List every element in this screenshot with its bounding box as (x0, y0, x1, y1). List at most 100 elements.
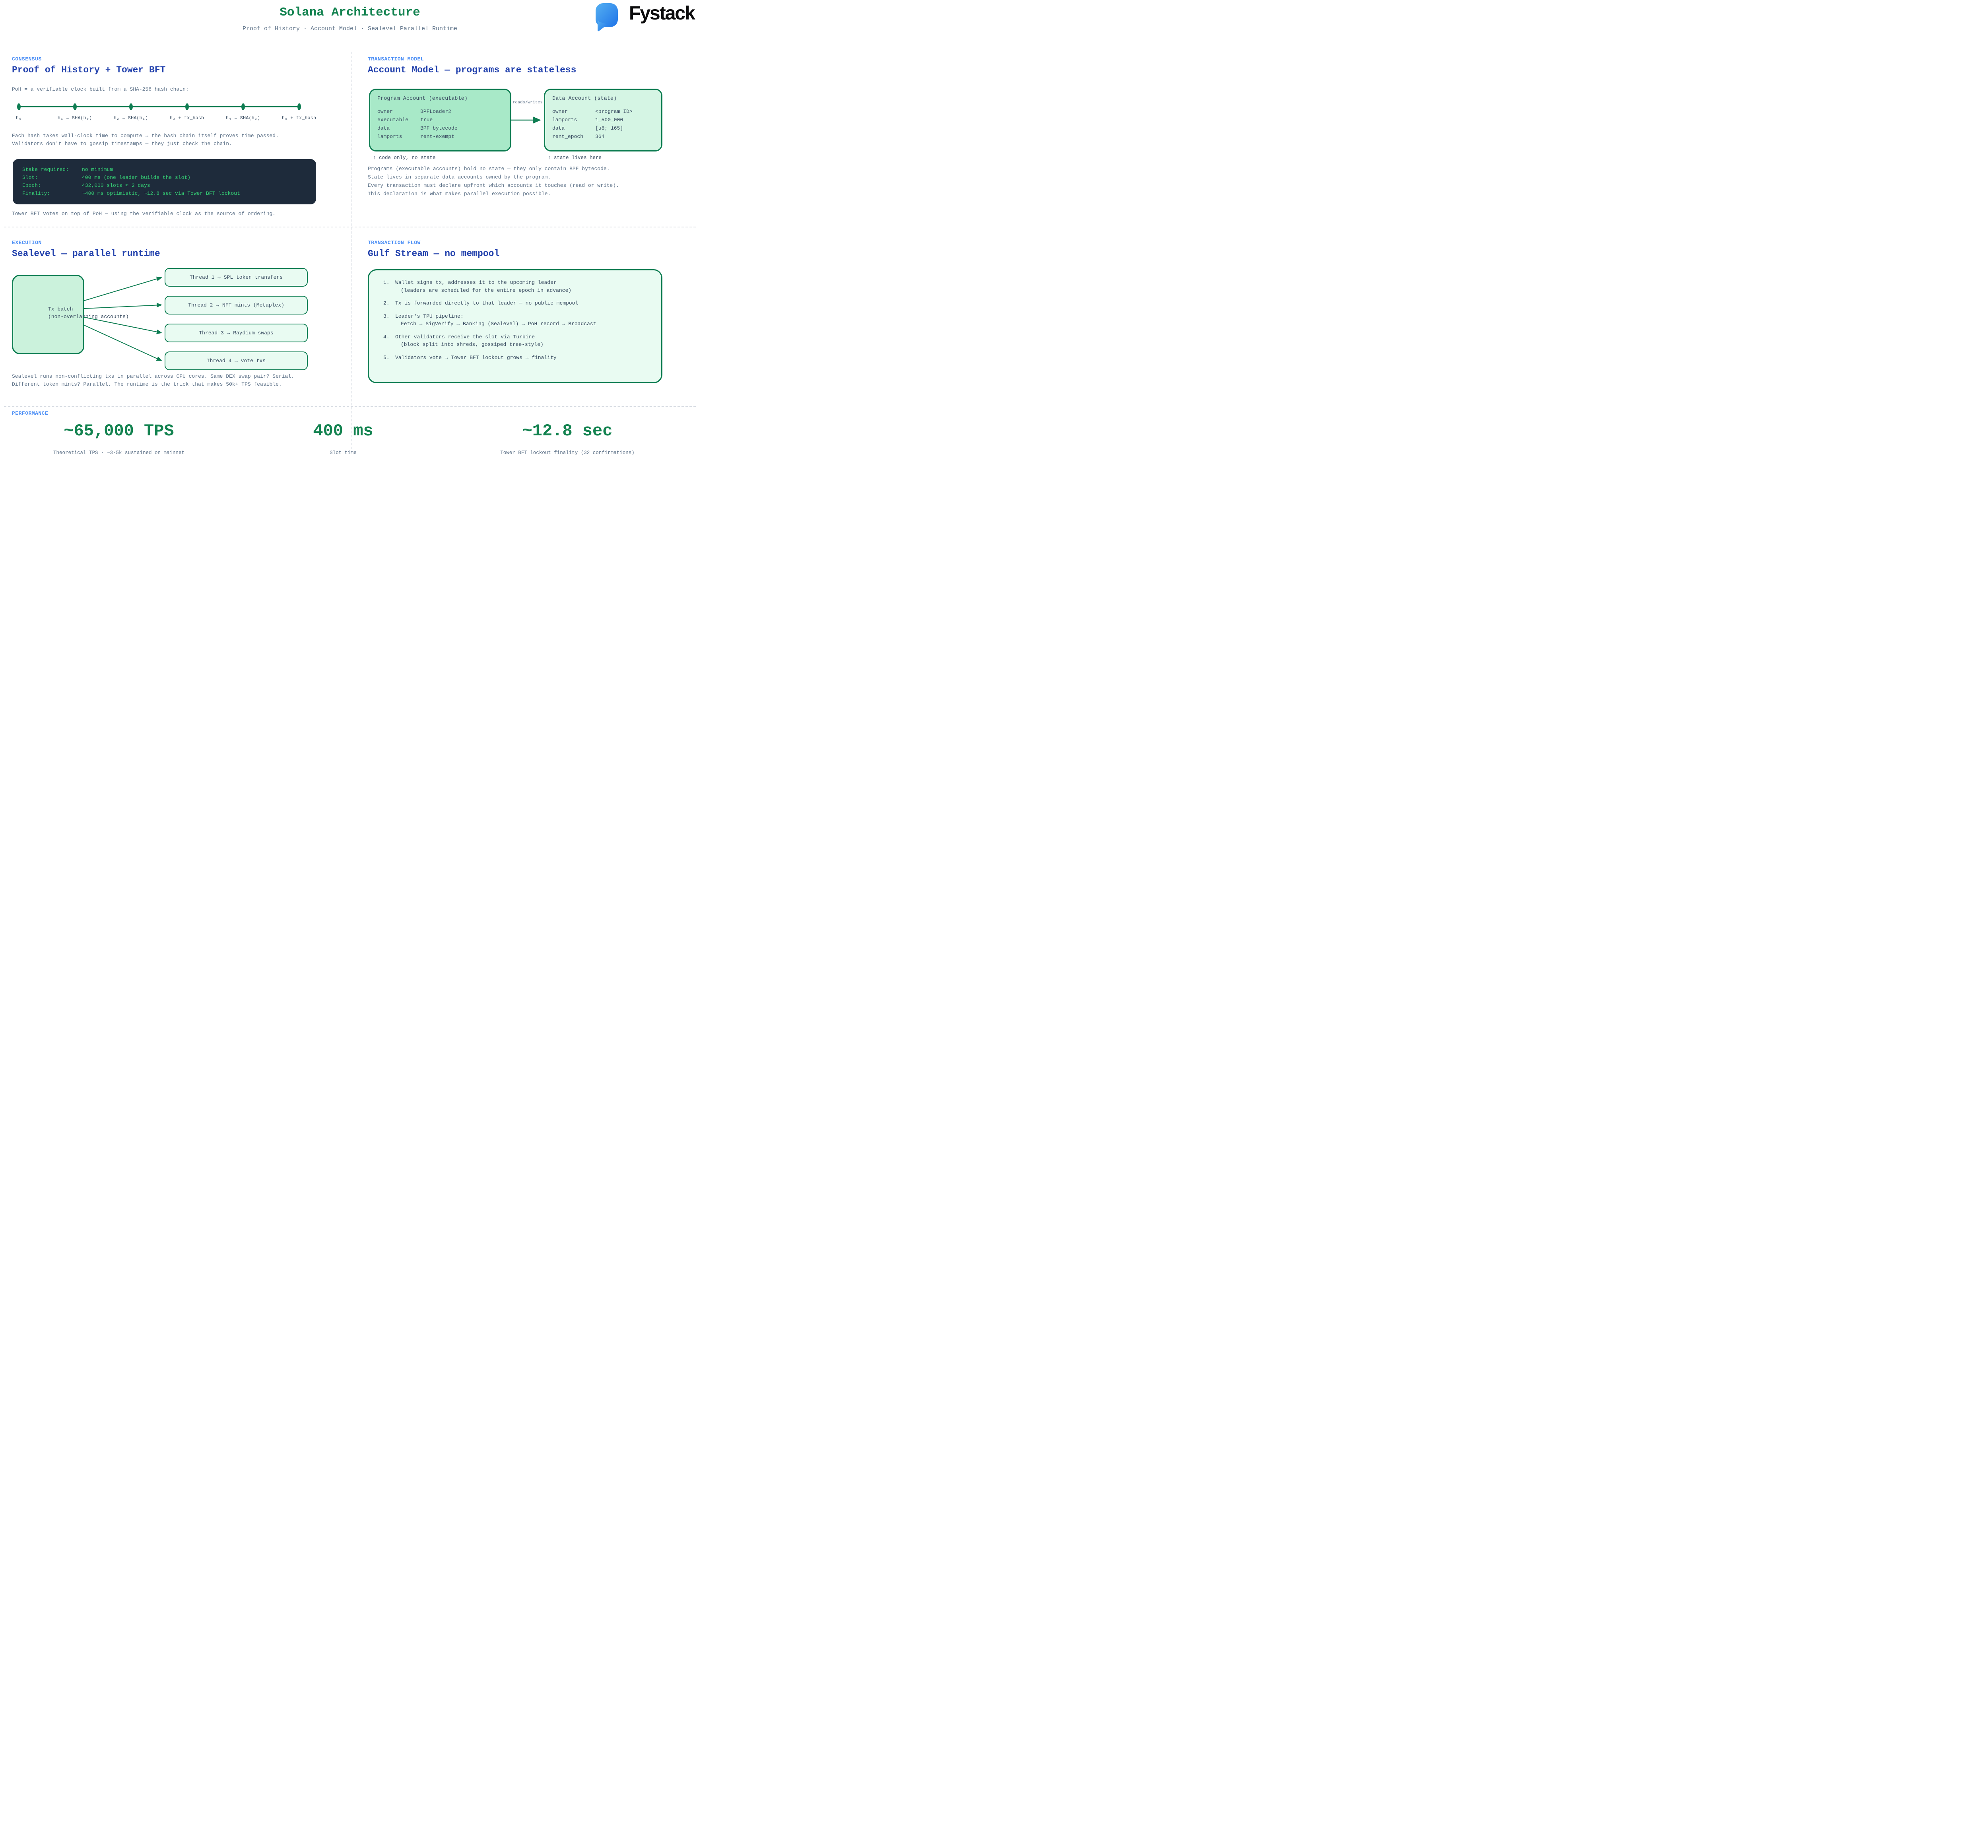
hash-chain-line (19, 106, 299, 107)
field-key: rent_epoch (552, 134, 584, 140)
performance-label: PERFORMANCE (12, 410, 49, 416)
field-key: lamports (552, 117, 577, 123)
execution-label: EXECUTION (12, 240, 42, 246)
data-account-caption: ↑ state lives here (548, 155, 602, 161)
step-text: Wallet signs tx, addresses it to the upc… (395, 280, 557, 285)
stat-slot-time-caption: Slot time (330, 450, 357, 456)
stat-tps: ~65,000 TPS (64, 421, 174, 441)
hash-node-label: h₁ = SHA(h₀) (57, 115, 92, 121)
hash-node-dot (129, 103, 133, 110)
transaction-model-paragraph: State lives in separate data accounts ow… (368, 174, 551, 180)
data-account-title: Data Account (state) (552, 96, 617, 102)
transaction-model-paragraph: This declaration is what makes parallel … (368, 191, 551, 197)
step-text: Fetch → SigVerify → Banking (Sealevel) →… (401, 321, 596, 327)
transaction-model-label: TRANSACTION MODEL (368, 56, 424, 62)
step-number: 1. (383, 280, 390, 285)
brand-name: Fystack (629, 3, 695, 24)
field-key: owner (552, 109, 568, 115)
brand-logo (595, 3, 619, 31)
stat-finality: ~12.8 sec (522, 421, 613, 441)
horizontal-divider-bottom (4, 406, 696, 407)
field-key: data (377, 125, 390, 131)
transaction-model-paragraph: Programs (executable accounts) hold no s… (368, 166, 610, 172)
reads-writes-label: reads/writes (513, 100, 543, 105)
hash-node-dot (185, 103, 189, 110)
field-value: 1_500_000 (595, 117, 623, 123)
account-field-row: data [u8; 165] (552, 124, 654, 132)
hash-node-label: h₀ (16, 115, 22, 121)
execution-caption: Different token mints? Parallel. The run… (12, 381, 282, 387)
step-text: (leaders are scheduled for the entire ep… (401, 287, 572, 293)
stats-row: Slot: 400 ms (one leader builds the slot) (22, 174, 307, 182)
account-field-row: data BPF bytecode (377, 124, 503, 132)
stat-value: 400 ms (one leader builds the slot) (82, 175, 191, 181)
consensus-footer: Tower BFT votes on top of PoH — using th… (12, 211, 276, 217)
field-value: [u8; 165] (595, 125, 623, 131)
hash-node-label: h₄ = SHA(h₃) (225, 115, 260, 121)
account-field-row: lamports 1_500_000 (552, 116, 654, 124)
transaction-flow-title: Gulf Stream — no mempool (368, 248, 500, 259)
execution-caption: Sealevel runs non-conflicting txs in par… (12, 373, 294, 379)
hash-node-dot (297, 103, 301, 110)
hash-node-label: h₂ = SHA(h₁) (113, 115, 148, 121)
execution-title: Sealevel — parallel runtime (12, 248, 160, 259)
fan-arrows (84, 276, 162, 361)
thread-box-1: Thread 1 → SPL token transfers (165, 268, 308, 287)
hash-node-dot (73, 103, 77, 110)
thread-box-3: Thread 3 → Raydium swaps (165, 324, 308, 342)
reads-writes-arrow (511, 116, 541, 124)
consensus-intro: PoH = a verifiable clock built from a SH… (12, 86, 189, 92)
stat-value: no minimum (82, 167, 113, 173)
step-text: Validators vote → Tower BFT lockout grow… (395, 354, 557, 361)
thread-box-2: Thread 2 → NFT mints (Metaplex) (165, 296, 308, 314)
step-text: (block split into shreds, gossiped tree-… (401, 342, 544, 347)
field-key: lamports (377, 134, 402, 140)
hash-node-dot (241, 103, 245, 110)
step-text: Other validators receive the slot via Tu… (395, 334, 535, 340)
field-value: rent-exempt (420, 134, 454, 140)
field-key: data (552, 125, 565, 131)
vertical-divider (351, 52, 352, 453)
stat-value: ~400 ms optimistic, ~12.8 sec via Tower … (82, 190, 240, 196)
flow-step-1: 1. Wallet signs tx, addresses it to the u… (383, 279, 647, 294)
program-account-caption: ↑ code only, no state (373, 155, 436, 161)
stat-key: Finality: (22, 190, 50, 196)
field-value: <program ID> (595, 109, 633, 115)
hash-node-dot (17, 103, 21, 110)
consensus-stats-panel: Stake required: no minimum Slot: 400 ms (o… (13, 159, 316, 204)
field-value: 364 (595, 134, 605, 140)
flow-step-2: 2. Tx is forwarded directly to that leade… (383, 299, 647, 307)
page-title: Solana Architecture (280, 6, 420, 19)
hash-node-label: h₅ + tx_hash (282, 115, 316, 121)
transaction-flow-label: TRANSACTION FLOW (368, 240, 421, 246)
field-value: BPF bytecode (420, 125, 458, 131)
stat-key: Epoch: (22, 182, 41, 188)
step-number: 4. (383, 334, 390, 340)
field-key: owner (377, 109, 393, 115)
gulf-stream-card: 1. Wallet signs tx, addresses it to the u… (368, 269, 662, 383)
transaction-model-title: Account Model — programs are stateless (368, 65, 577, 75)
hash-node-label: h₃ + tx_hash (169, 115, 204, 121)
consensus-title: Proof of History + Tower BFT (12, 65, 166, 75)
stat-value: 432,000 slots ≈ 2 days (82, 182, 150, 188)
stat-key: Slot: (22, 175, 38, 181)
stats-row: Finality: ~400 ms optimistic, ~12.8 sec v… (22, 190, 307, 198)
step-text: Leader's TPU pipeline: (395, 313, 464, 319)
data-account-card: Data Account (state) owner <program ID> l… (544, 89, 662, 151)
stat-slot-time: 400 ms (313, 421, 373, 441)
step-text: Tx is forwarded directly to that leader … (395, 300, 579, 306)
consensus-note: Validators don't have to gossip timestam… (12, 141, 232, 147)
solana-architecture-infographic: Solana Architecture Proof of History · A… (0, 0, 700, 462)
tx-batch-box (12, 275, 84, 354)
step-number: 2. (383, 300, 390, 306)
stats-row: Epoch: 432,000 slots ≈ 2 days (22, 182, 307, 190)
stat-key: Stake required: (22, 167, 69, 173)
account-field-row: rent_epoch 364 (552, 132, 654, 141)
step-number: 5. (383, 354, 390, 361)
flow-step-3: 3.Leader's TPU pipeline: Fetch → SigVeri… (383, 313, 647, 328)
account-field-row: lamports rent-exempt (377, 132, 503, 141)
field-key: executable (377, 117, 409, 123)
stat-finality-caption: Tower BFT lockout finality (32 confirmat… (500, 450, 635, 456)
